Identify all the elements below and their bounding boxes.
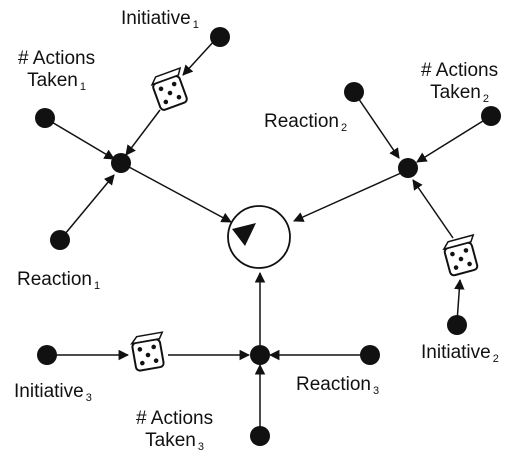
edge-hub-2-to-center [293,172,402,222]
edge-reaction-2-to-hub-2 [353,91,400,159]
edge-reaction-1-to-hub-1 [59,174,115,241]
dice-icon [442,233,479,277]
reaction-node-1 [50,230,70,250]
edge-initiative-1-to-dice-1 [182,39,216,76]
initiative-node-1 [210,27,230,47]
reaction-node-3 [360,345,380,365]
actions-node-1 [35,108,55,128]
hub-node-3 [250,345,270,365]
edge-hub-1-to-center [128,166,232,223]
initiative-node-3 [37,345,57,365]
dice-icon [150,66,188,111]
edge-actions-2-to-hub-2 [416,115,492,163]
triangle-play-icon [232,223,256,246]
actions-node-2 [481,106,501,126]
dice-icon [130,331,165,372]
edge-initiative-2-to-dice-2 [454,278,465,323]
hub-node-1 [111,153,131,173]
edge-dice-2-to-hub-2 [412,179,454,239]
center-node [227,205,291,269]
reaction-node-2 [344,82,364,102]
actions-node-3 [250,426,270,446]
edge-dice-1-to-hub-1 [125,109,161,156]
hub-node-2 [398,158,418,178]
edge-actions-1-to-hub-1 [44,117,115,160]
initiative-node-2 [447,315,467,335]
